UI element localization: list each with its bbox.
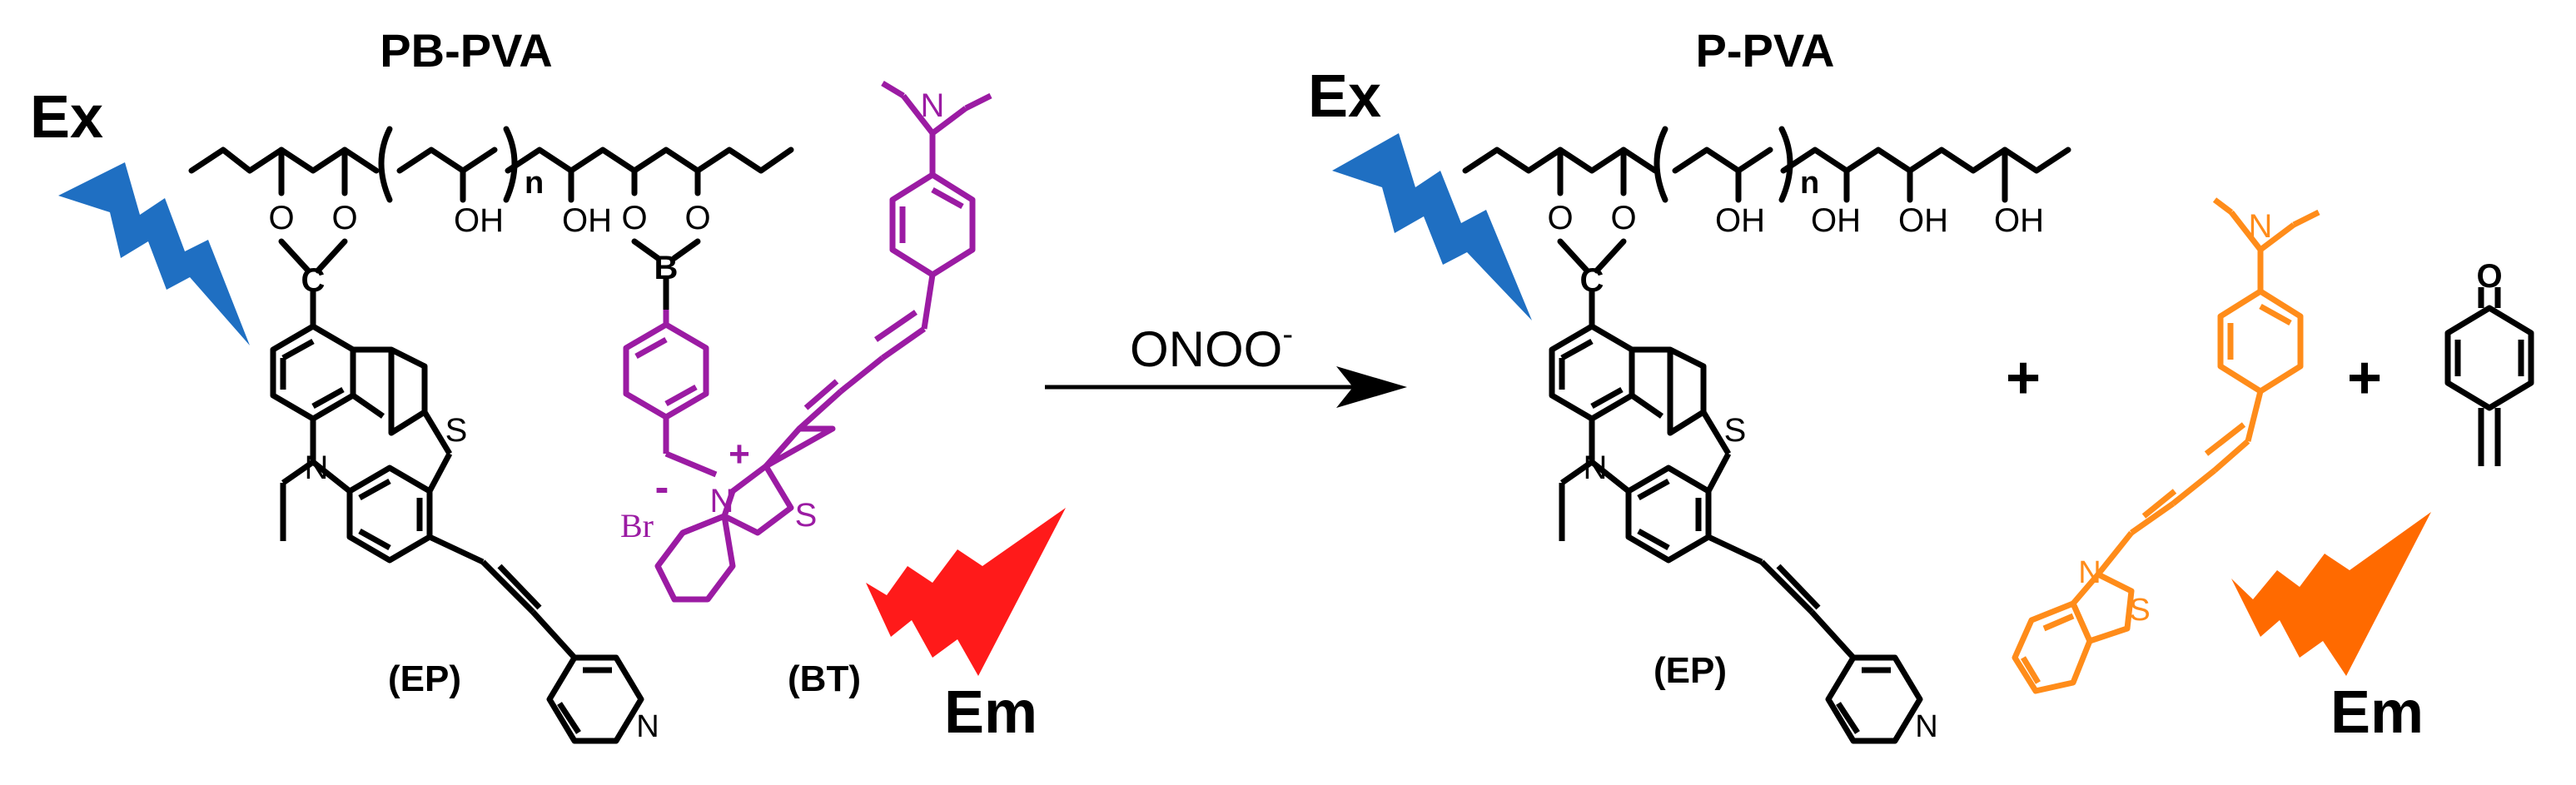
emission-flash-icon-red bbox=[866, 508, 1066, 676]
excitation-flash-icon-left bbox=[58, 162, 250, 345]
bromide-label: Br bbox=[620, 507, 654, 544]
emission-label-right: Em bbox=[2330, 679, 2424, 746]
excitation-label-left: Ex bbox=[30, 84, 103, 151]
boron-atom: B bbox=[654, 250, 679, 286]
acetal-c-left: C bbox=[301, 262, 326, 299]
acetal-o2-right: O bbox=[1610, 200, 1636, 236]
pyridine-n-right: N bbox=[1915, 709, 1937, 744]
sulfur-atom-left: S bbox=[445, 412, 468, 449]
bt-sulfur: S bbox=[795, 497, 818, 534]
released-dye-s: S bbox=[2129, 593, 2150, 628]
left-panel: PB-PVA Ex n O O bbox=[30, 24, 1066, 746]
acetal-o2-left: O bbox=[331, 200, 357, 236]
excitation-label-right: Ex bbox=[1308, 63, 1381, 130]
excitation-flash-icon-right bbox=[1332, 133, 1532, 320]
bt-plus-charge: + bbox=[729, 434, 750, 474]
sulfur-atom-right: S bbox=[1724, 412, 1747, 449]
pb-pva-title: PB-PVA bbox=[380, 24, 552, 77]
bt-dimethylamino-n: N bbox=[921, 87, 945, 124]
quinone-methide bbox=[2444, 287, 2534, 466]
boronate-o1: O bbox=[621, 200, 647, 236]
emission-label-left: Em bbox=[944, 679, 1037, 746]
oh-2-left: OH bbox=[562, 202, 612, 239]
bt-dye bbox=[623, 80, 992, 603]
boronate-o2: O bbox=[684, 200, 710, 236]
bt-n-plus: N bbox=[710, 483, 734, 519]
quinone-oxygen: O bbox=[2476, 258, 2502, 295]
nitrogen-atom-left: N bbox=[305, 450, 329, 486]
acetal-c-right: C bbox=[1580, 262, 1604, 299]
oh-4-right: OH bbox=[1994, 202, 2044, 239]
pyridine-n-left: N bbox=[636, 709, 659, 744]
emission-flash-icon-orange bbox=[2231, 512, 2431, 676]
oh-1-left: OH bbox=[454, 202, 504, 239]
p-pva-title: P-PVA bbox=[1696, 24, 1835, 77]
nitrogen-atom-right: N bbox=[1584, 450, 1608, 486]
released-dye-dimethylamino-n: N bbox=[2249, 208, 2273, 245]
reaction-arrow: ONOO- bbox=[1045, 317, 1407, 408]
repeat-n-right: n bbox=[1800, 166, 1819, 201]
bromide-minus-charge: - bbox=[655, 464, 669, 510]
acetal-o1-right: O bbox=[1547, 200, 1573, 236]
plus-sign-2: + bbox=[2347, 345, 2382, 411]
released-dye-n: N bbox=[2078, 555, 2101, 590]
acetal-o1-left: O bbox=[268, 200, 294, 236]
oh-3-right: OH bbox=[1898, 202, 1948, 239]
ep-label-left: (EP) bbox=[388, 658, 461, 699]
right-panel: P-PVA Ex n O O C OH OH OH OH bbox=[1308, 24, 2534, 746]
bt-label: (BT) bbox=[788, 658, 861, 699]
pb-pva-backbone bbox=[188, 126, 794, 330]
ep-fluorophore-right bbox=[1549, 323, 1923, 744]
p-pva-backbone bbox=[1462, 126, 2071, 330]
plus-sign-1: + bbox=[2006, 345, 2041, 411]
oh-2-right: OH bbox=[1811, 202, 1861, 239]
arrow-head bbox=[1336, 366, 1407, 408]
ep-label-right: (EP) bbox=[1654, 650, 1727, 691]
oh-1-right: OH bbox=[1715, 202, 1765, 239]
repeat-n-left: n bbox=[525, 166, 544, 201]
ep-fluorophore-left bbox=[270, 323, 644, 744]
reagent-label: ONOO- bbox=[1130, 317, 1293, 377]
released-dye bbox=[2012, 197, 2320, 694]
